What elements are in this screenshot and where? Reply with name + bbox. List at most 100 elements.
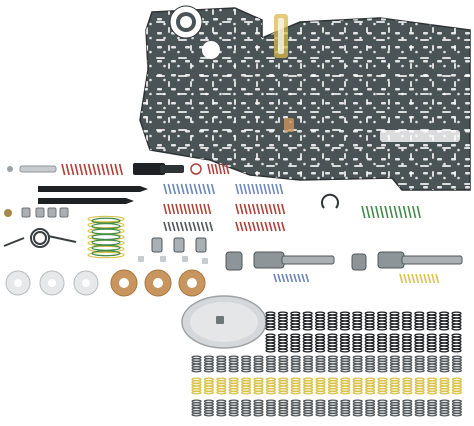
small-spring <box>389 355 400 373</box>
small-spring <box>352 377 363 395</box>
small-plugs <box>4 207 69 218</box>
small-spring <box>377 311 388 331</box>
small-spring <box>253 355 264 373</box>
small-spring <box>439 333 450 353</box>
small-spring <box>327 399 338 417</box>
small-spring <box>290 399 301 417</box>
small-spring <box>241 355 252 373</box>
small-spring <box>228 355 239 373</box>
small-spring <box>377 399 388 417</box>
small-spring <box>265 311 276 331</box>
small-spring <box>191 377 202 395</box>
small-spring <box>352 311 363 331</box>
blue-spring <box>273 273 310 283</box>
small-spring <box>414 377 425 395</box>
small-spring <box>191 399 202 417</box>
red-spring <box>207 163 230 175</box>
small-spring <box>315 399 326 417</box>
small-spring <box>389 377 400 395</box>
small-spring <box>451 355 462 373</box>
small-spring <box>427 355 438 373</box>
small-spring <box>315 311 326 331</box>
small-spring <box>365 377 376 395</box>
small-spring <box>451 333 462 353</box>
small-spring <box>402 355 413 373</box>
small-spring <box>216 355 227 373</box>
small-spring <box>265 333 276 353</box>
small-spring <box>365 355 376 373</box>
small-spring <box>439 355 450 373</box>
small-spring <box>377 355 388 373</box>
small-spring <box>389 399 400 417</box>
small-spring <box>451 377 462 395</box>
small-spring <box>277 333 288 353</box>
small-spring <box>352 399 363 417</box>
small-spring <box>340 399 351 417</box>
yellow-spring <box>399 273 440 284</box>
small-spring <box>414 399 425 417</box>
assorted-springs <box>163 163 440 284</box>
steel-plugs <box>138 237 208 264</box>
pin-and-spring-row <box>7 163 202 176</box>
small-spring <box>427 377 438 395</box>
small-spring <box>203 377 214 395</box>
small-spring <box>427 399 438 417</box>
small-spring <box>303 355 314 373</box>
small-spring <box>315 333 326 353</box>
small-spring <box>439 377 450 395</box>
small-spring <box>401 311 412 331</box>
green-spring-coil <box>91 217 121 257</box>
green-spring <box>361 205 421 219</box>
small-spring <box>365 399 376 417</box>
steel-spring <box>163 221 214 232</box>
small-spring <box>265 355 276 373</box>
small-spring <box>315 355 326 373</box>
small-spring <box>414 311 425 331</box>
valves <box>225 193 463 271</box>
small-spring <box>253 399 264 417</box>
small-spring <box>303 399 314 417</box>
small-spring <box>228 377 239 395</box>
large-green-spring <box>87 215 125 259</box>
small-spring <box>203 355 214 373</box>
small-spring <box>426 311 437 331</box>
small-spring <box>315 377 326 395</box>
small-spring <box>389 311 400 331</box>
red-spring <box>235 221 286 232</box>
thrust-washer <box>181 295 267 349</box>
small-spring <box>277 311 288 331</box>
red-spring <box>235 203 286 215</box>
small-spring <box>352 333 363 353</box>
red-spring <box>163 203 212 215</box>
small-spring <box>265 399 276 417</box>
small-spring <box>401 333 412 353</box>
small-spring <box>216 377 227 395</box>
blue-spring <box>163 183 216 195</box>
small-spring <box>302 333 313 353</box>
small-spring <box>352 355 363 373</box>
small-spring <box>191 355 202 373</box>
small-spring <box>414 355 425 373</box>
drill-bits <box>38 186 148 204</box>
small-spring <box>302 311 313 331</box>
small-spring <box>451 311 462 331</box>
spring-assortment-grid <box>191 311 462 417</box>
small-spring <box>253 377 264 395</box>
small-spring <box>426 333 437 353</box>
red-spring <box>61 163 124 176</box>
small-spring <box>203 399 214 417</box>
small-spring <box>228 399 239 417</box>
small-spring <box>340 377 351 395</box>
small-spring <box>364 311 375 331</box>
small-spring <box>439 311 450 331</box>
small-spring <box>327 355 338 373</box>
small-spring <box>414 333 425 353</box>
small-spring <box>439 399 450 417</box>
small-spring <box>290 311 301 331</box>
small-spring <box>327 311 338 331</box>
separator-plate-gasket <box>139 5 471 191</box>
washers <box>5 269 206 297</box>
small-spring <box>290 377 301 395</box>
